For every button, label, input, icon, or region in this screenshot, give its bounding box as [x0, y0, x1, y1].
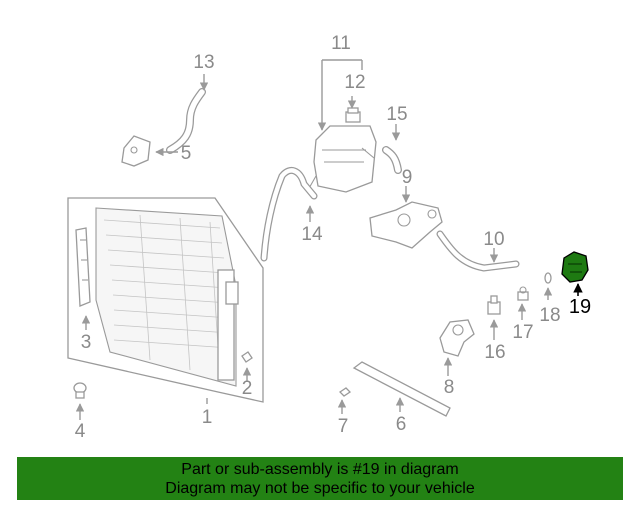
callout-17: 17: [512, 322, 533, 343]
o-ring[interactable]: [544, 272, 552, 284]
callout-7: 7: [338, 416, 349, 437]
banner-line-1: Part or sub-assembly is #19 in diagram: [181, 461, 459, 478]
callout-6: 6: [396, 414, 407, 435]
callout-8: 8: [444, 377, 455, 398]
callout-14: 14: [301, 224, 323, 245]
callout-4: 4: [75, 421, 86, 442]
callout-1: 1: [202, 407, 213, 428]
callout-labels: 13 5 11 12 15 9 14 10 3 2 4 1 7 6 8 16 1…: [75, 33, 591, 442]
sensor-fitting[interactable]: [517, 286, 529, 301]
lower-support-bar[interactable]: [352, 361, 451, 417]
exploded-parts-diagram: 13 5 11 12 15 9 14 10 3 2 4 1 7 6 8 16 1…: [67, 33, 591, 442]
drain-plug[interactable]: [73, 382, 87, 399]
radiator-clip[interactable]: [241, 351, 253, 363]
coolant-reservoir[interactable]: [307, 125, 377, 197]
callout-11: 11: [331, 33, 351, 54]
reservoir-cap[interactable]: [345, 107, 361, 123]
callout-16: 16: [484, 342, 505, 363]
callout-18: 18: [539, 305, 560, 326]
banner-line-2: Diagram may not be specific to your vehi…: [165, 480, 475, 497]
clip[interactable]: [338, 387, 352, 397]
hose-bracket[interactable]: [121, 135, 151, 167]
callout-3: 3: [81, 332, 92, 353]
thermostat-housing[interactable]: [439, 319, 475, 357]
callout-12: 12: [344, 72, 365, 93]
info-banner: Part or sub-assembly is #19 in diagram D…: [17, 457, 623, 500]
callout-19: 19: [569, 296, 591, 318]
callout-15: 15: [386, 104, 407, 125]
leader-lines: [75, 59, 583, 420]
highlighted-part-19[interactable]: [561, 251, 589, 283]
radiator-assembly[interactable]: [67, 197, 264, 403]
callout-5: 5: [181, 143, 192, 164]
callout-10: 10: [483, 229, 504, 250]
side-support-bracket[interactable]: [75, 227, 91, 307]
callout-13: 13: [193, 52, 214, 73]
water-outlet[interactable]: [369, 201, 443, 249]
callout-2: 2: [242, 378, 253, 399]
temperature-sensor[interactable]: [487, 295, 501, 315]
callout-9: 9: [402, 167, 413, 188]
